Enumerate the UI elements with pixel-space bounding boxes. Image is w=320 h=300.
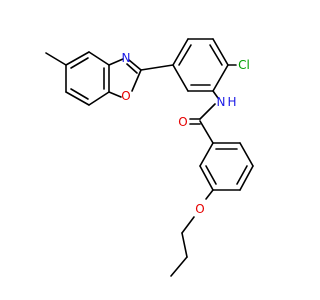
- carbonyl-oxygen-label: O: [178, 115, 187, 129]
- chlorine-label: Cl: [238, 58, 250, 72]
- methyl-group: [45, 52, 67, 66]
- ether-oxygen-label: O: [195, 202, 204, 216]
- biaryl-bond: [140, 64, 174, 71]
- amide-nitrogen-label: N: [217, 95, 226, 109]
- oxazole-nitrogen-label: N: [122, 51, 131, 65]
- structure-canvas: N O Cl N H O O: [45, 38, 254, 277]
- oxazole-oxygen-label: O: [121, 89, 130, 103]
- benzoxazole-benzene-ring: [65, 51, 110, 106]
- amide-linkage: [189, 90, 219, 144]
- chlorophenyl-ring: [172, 38, 229, 92]
- oxazole-ring: [108, 58, 142, 98]
- amide-hydrogen-label: H: [227, 95, 236, 109]
- benzoyl-ring: [199, 142, 254, 191]
- propoxy-chain: [170, 189, 214, 277]
- molecule-diagram: N O Cl N H O O: [45, 38, 254, 277]
